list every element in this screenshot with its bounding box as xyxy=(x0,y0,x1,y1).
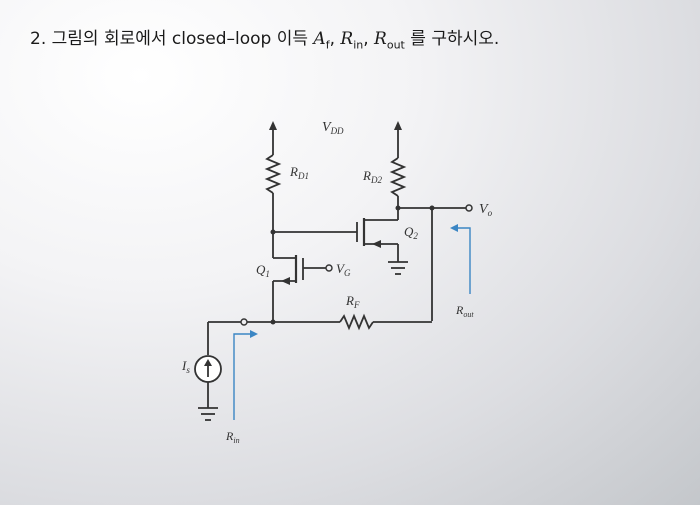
rd1-resistor xyxy=(264,154,282,194)
af-symbol: Af xyxy=(313,29,330,52)
rd2-label: RD2 xyxy=(362,168,382,185)
rin-symbol: Rin xyxy=(340,29,364,52)
rin-label: Rin xyxy=(225,429,240,445)
vdd-arrow-right xyxy=(394,121,402,158)
ground-is xyxy=(198,407,218,421)
q1-transistor xyxy=(273,255,333,285)
question-prefix: 그림의 회로에서 closed–loop 이득 xyxy=(51,29,309,49)
node-q1-drain xyxy=(270,229,276,235)
is-label: Is xyxy=(181,358,190,375)
q2-label: Q2 xyxy=(404,224,418,241)
rin-arrow xyxy=(233,330,258,420)
vo-label: Vo xyxy=(479,202,493,218)
question-text: 2. 그림의 회로에서 closed–loop 이득 Af, Rin, Rout… xyxy=(30,29,500,52)
vdd-label: VDD xyxy=(322,120,344,136)
question-number: 2. xyxy=(30,29,47,49)
vdd-arrow-left xyxy=(269,121,277,155)
vg-label: VG xyxy=(336,261,351,278)
q2-transistor xyxy=(356,196,399,262)
rd2-resistor xyxy=(389,157,407,197)
rout-label: Rout xyxy=(455,303,474,319)
node-q2-drain xyxy=(395,205,401,211)
question-suffix: 를 구하시오. xyxy=(410,29,500,49)
rout-symbol: Rout xyxy=(374,29,405,52)
ground-q2 xyxy=(388,261,408,275)
rf-resistor xyxy=(339,313,374,331)
rout-arrow xyxy=(450,224,471,294)
q1-label: Q1 xyxy=(256,262,270,279)
rf-label: RF xyxy=(345,293,360,310)
input-terminal xyxy=(240,318,248,326)
current-source-is xyxy=(194,355,222,383)
vo-terminal xyxy=(465,204,473,212)
rd1-label: RD1 xyxy=(289,164,309,181)
